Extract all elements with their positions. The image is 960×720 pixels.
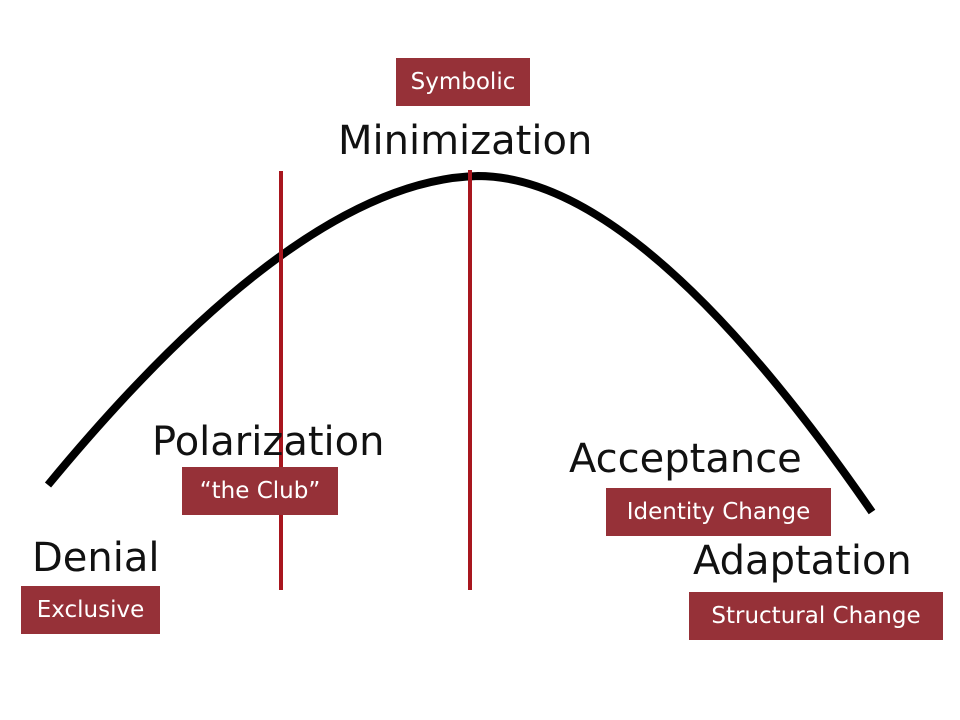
adaptation-tag: Structural Change: [689, 592, 943, 640]
acceptance-label: Acceptance: [569, 436, 802, 482]
polarization-tag: “the Club”: [182, 467, 338, 515]
denial-tag: Exclusive: [21, 586, 160, 634]
polarization-label: Polarization: [152, 419, 385, 465]
acceptance-tag: Identity Change: [606, 488, 831, 536]
adaptation-label: Adaptation: [693, 538, 912, 584]
minimization-label: Minimization: [338, 118, 593, 164]
bell-curve: [44, 171, 876, 515]
denial-label: Denial: [32, 535, 160, 581]
minimization-tag: Symbolic: [396, 58, 530, 106]
